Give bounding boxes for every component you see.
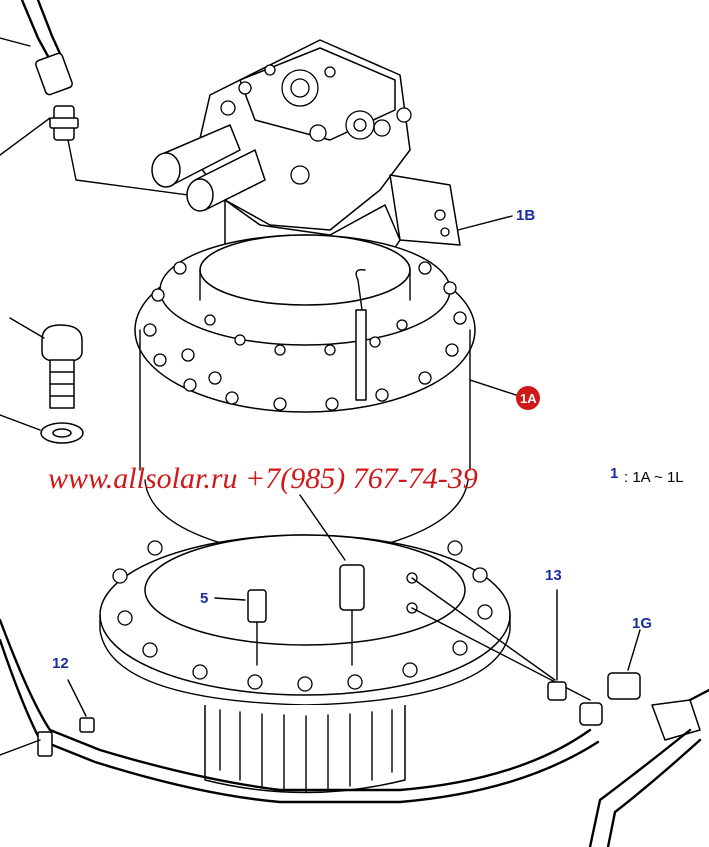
- reduction-housing-lower: [99, 479, 591, 706]
- legend-number: 1: [610, 465, 618, 482]
- bolt-left: [9, 317, 83, 409]
- hose-top-left: [0, 0, 73, 96]
- label-5: 5: [200, 590, 208, 607]
- label-1A: 1A: [520, 391, 537, 406]
- washer-left: [0, 414, 84, 444]
- tube-bottom-left: [0, 618, 600, 804]
- part-badge-1a: [516, 386, 540, 410]
- legend-text: : 1A ~ 1L: [624, 469, 684, 486]
- fitting-13: [547, 589, 567, 701]
- watermark: www.allsolar.ru +7(985) 767-74-39: [48, 462, 478, 495]
- label-1G: 1G: [632, 615, 652, 632]
- label-13: 13: [545, 567, 562, 584]
- pinion-gear: [204, 705, 406, 794]
- reduction-housing-upper: [134, 234, 476, 471]
- fitting-1g: [607, 629, 641, 700]
- hose-right: [579, 688, 709, 847]
- label-12: 12: [52, 655, 69, 672]
- label-1B: 1B: [516, 207, 535, 224]
